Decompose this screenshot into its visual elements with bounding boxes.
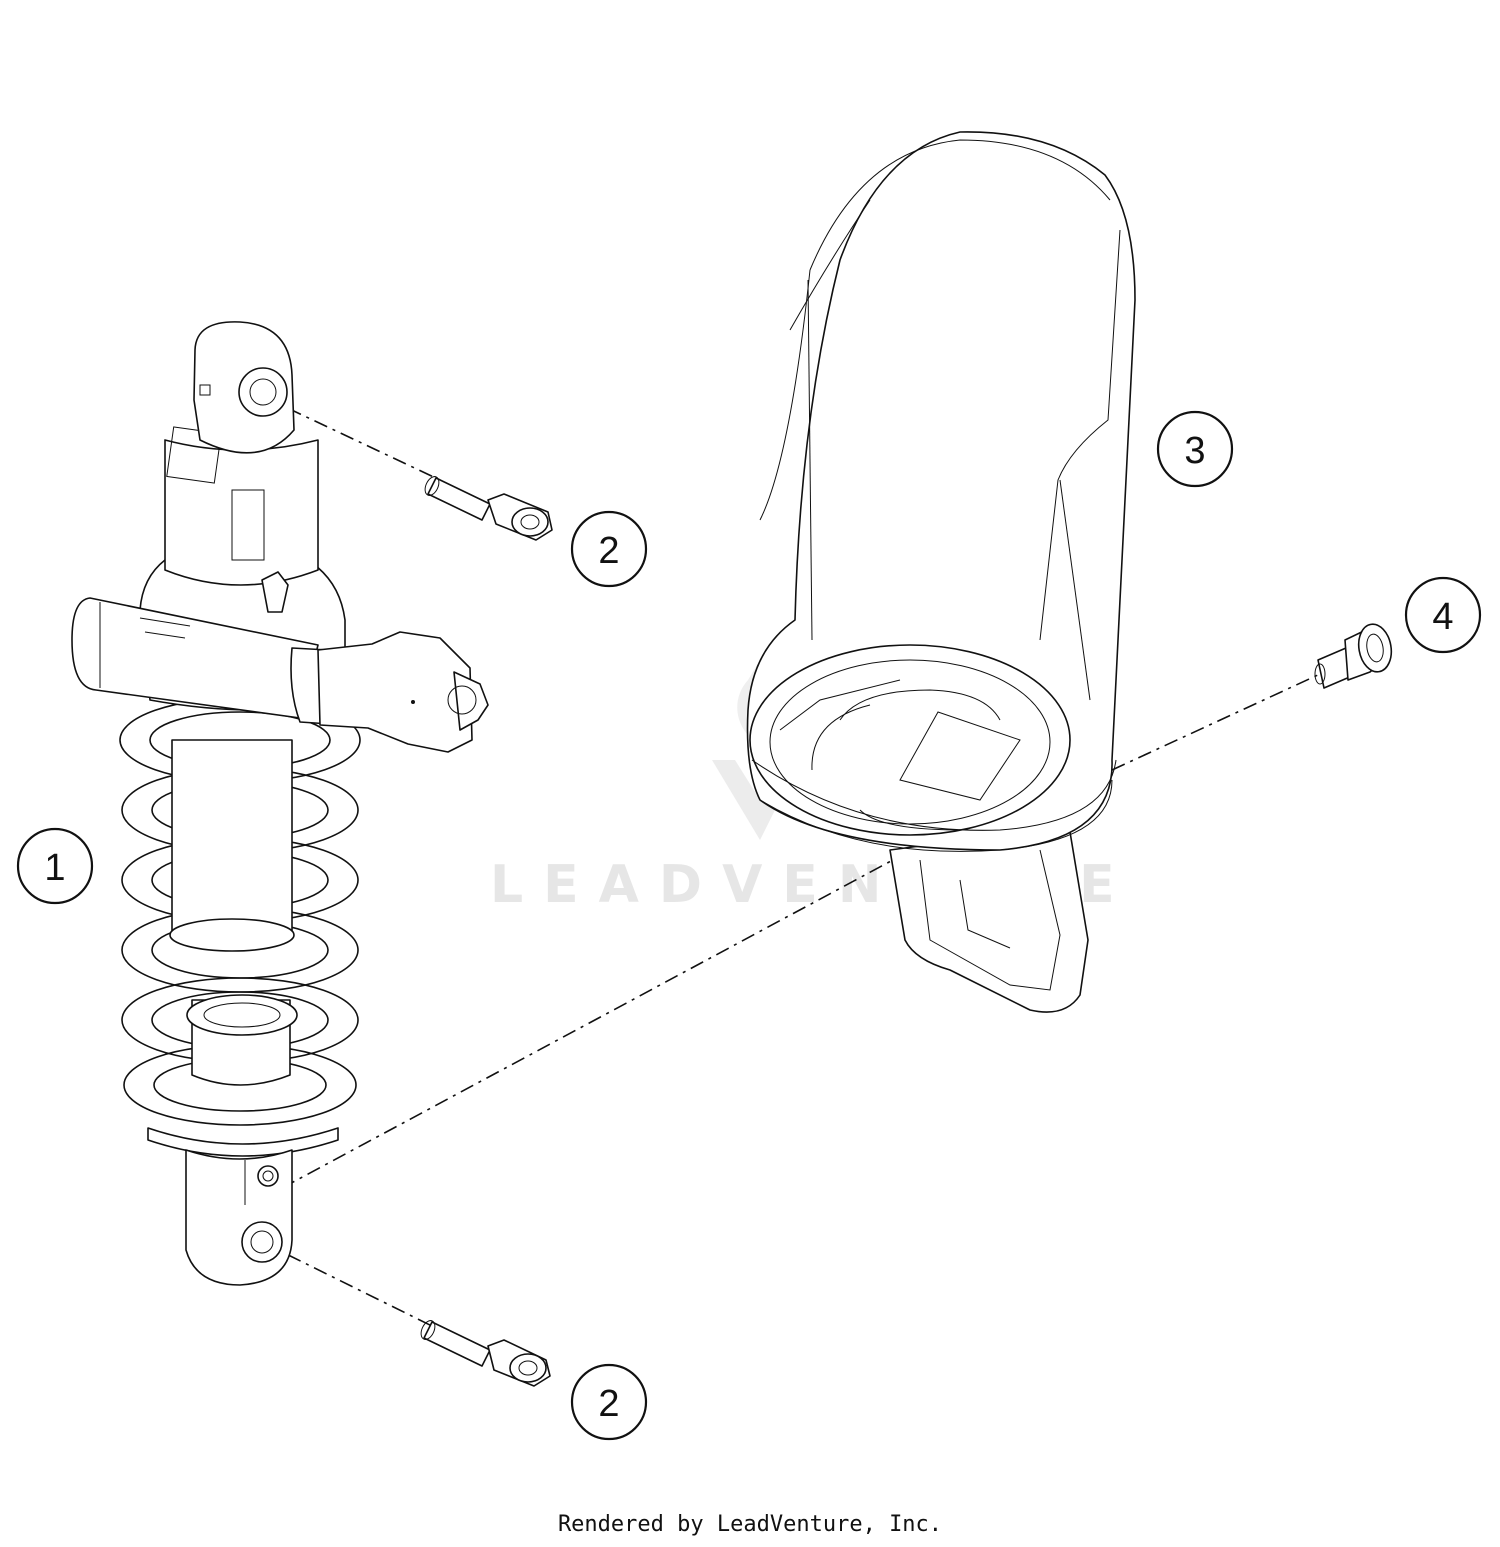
leader-line-bottom-bolt [261,1241,441,1331]
guard-bowl [749,644,1071,836]
callout-1-label: 1 [44,847,65,889]
shock-guard [746,131,1136,1013]
rebound-adjuster [261,571,289,613]
callout-1: 1 [16,827,94,905]
reservoir-cylinder [71,597,319,719]
guard-lower-tab [889,831,1089,1013]
damper-ring [169,918,295,952]
callout-4-label: 4 [1432,596,1453,638]
callout-2-lower-label: 2 [598,1383,619,1425]
callout-2-lower: 2 [570,1363,648,1441]
upper-cylinder [164,439,319,586]
lower-spring-seat [147,1127,339,1157]
footer-credit: Rendered by LeadVenture, Inc. [557,1512,943,1537]
shock-absorber [71,321,489,1286]
damper-body [171,739,293,946]
callout-3: 3 [1156,410,1234,488]
bolt-lower [420,1320,551,1387]
callout-2-upper-label: 2 [598,530,619,572]
leader-line-screw [1111,673,1321,771]
callout-2-upper: 2 [570,510,648,588]
screw [1314,623,1393,689]
compression-adjuster [317,631,473,753]
callout-3-label: 3 [1184,430,1205,472]
callout-4: 4 [1404,576,1482,654]
bolt-upper [424,476,553,541]
leader-line-guard-mount [281,831,946,1189]
